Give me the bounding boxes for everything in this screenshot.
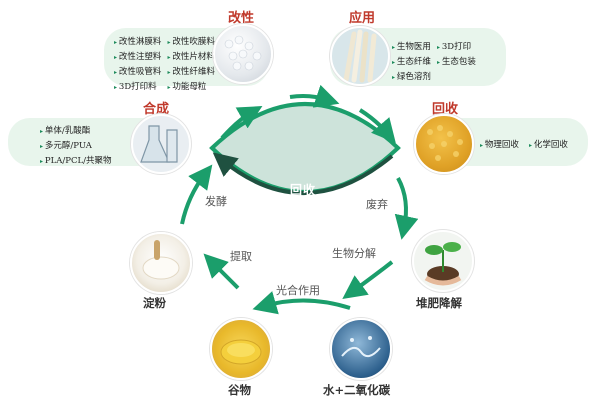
starch-label: 淀粉 [143,296,166,310]
synthesis-item: PLA/PCL/共聚物 [40,154,112,166]
straws-photo [330,26,390,86]
synthesis-item: 单体/乳酸酯 [40,124,112,136]
biodegradation-label: 生物分解 [332,247,376,260]
modify-list: 改性淋膜料 改性吹膜料 改性注塑料 改性片材料 改性吸管料 改性纤维料 3D打印… [114,35,215,92]
compost-label: 堆肥降解 [416,296,462,310]
plastic-pellets-photo [213,24,273,84]
modify-item: 改性纤维料 [167,65,215,77]
application-list: 生物医用 3D打印 生态纤维 生态包装 绿色溶剂 [392,40,476,82]
lens-top-arrow-2 [289,84,340,108]
synthesis-list: 单体/乳酸酯 多元醇/PUA PLA/PCL/共聚物 [40,124,112,166]
center-recycle-label: 回收 [290,183,317,197]
synthesis-item: 多元醇/PUA [40,139,112,151]
modify-item: 改性吹膜料 [167,35,215,47]
application-item: 生态包装 [437,55,476,67]
recycle-item: 化学回收 [529,138,568,150]
seedling-photo [412,230,474,292]
flask-illustration [140,125,178,163]
disposal-label: 废弃 [366,198,388,211]
application-title: 应用 [349,11,376,26]
grain-photo [210,318,272,380]
recycle-item: 物理回收 [480,138,519,150]
recycle-list: 物理回收 化学回收 [480,138,568,150]
pellets-texture [224,35,262,71]
modify-item: 改性片材料 [167,50,215,62]
modify-item: 改性吸管料 [114,65,162,77]
application-item: 3D打印 [437,40,476,52]
starch-photo [130,232,192,294]
straws-illustration [343,29,377,83]
fermentation-arrow [180,164,213,225]
extraction-arrow [203,253,240,290]
fermentation-label: 发酵 [205,195,227,208]
center-return-arrow [212,152,394,195]
modify-item: 改性淋膜料 [114,35,162,47]
starch-pile [142,240,180,280]
water-co2-label: 水+二氧化碳 [323,383,391,397]
lens-top-arrow-1 [220,106,263,140]
grain-label: 谷物 [228,383,251,397]
modify-title: 改性 [228,11,255,26]
water-photo [330,318,392,380]
application-item: 生物医用 [392,40,431,52]
extraction-label: 提取 [230,250,252,263]
modify-item: 功能母粒 [167,80,214,92]
synthesis-title: 合成 [143,102,170,117]
modify-item: 3D打印料 [114,80,161,92]
grain-illustration [220,339,262,365]
modify-item: 改性注塑料 [114,50,162,62]
recycle-title: 回收 [432,102,459,117]
granules-texture [427,125,463,161]
seedling-illustration [424,242,462,286]
recycled-granules-photo [414,114,474,174]
water-splash [341,336,381,358]
application-item: 生态纤维 [392,55,431,67]
lens-top-arrow-3 [358,108,396,144]
biodegradation-arrow [342,260,394,300]
photosynthesis-arrow [252,291,351,315]
application-item: 绿色溶剂 [392,70,431,82]
photosynthesis-label: 光合作用 [276,284,320,297]
disposal-arrow [394,177,419,240]
lab-glassware-photo [131,114,191,174]
